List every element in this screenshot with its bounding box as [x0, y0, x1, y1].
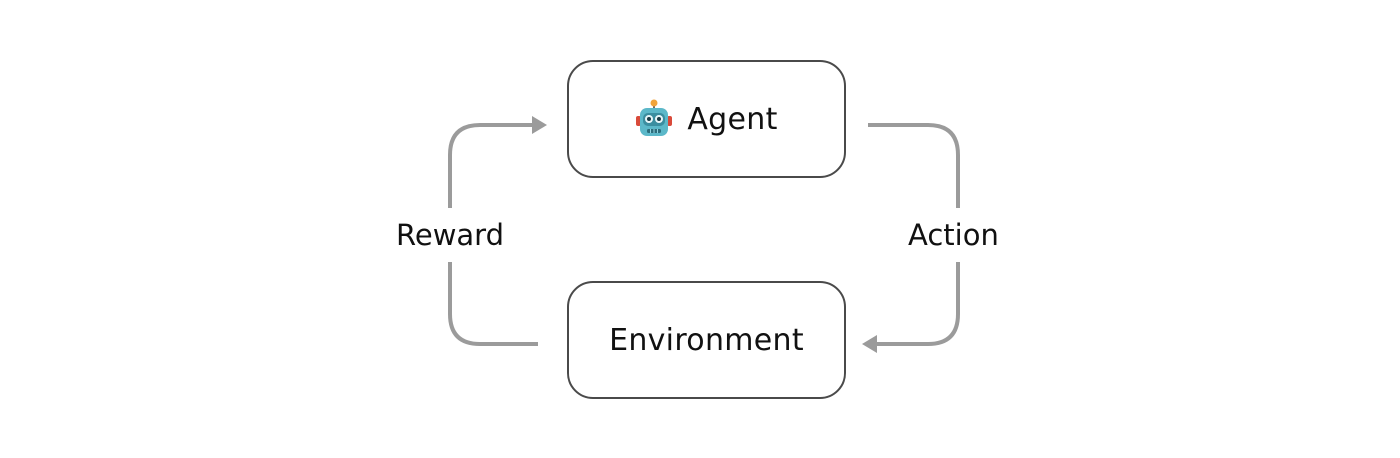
action-arrowhead	[862, 335, 877, 353]
action-arrow	[874, 262, 960, 346]
action-arrow-upper	[868, 123, 960, 208]
agent-node: Agent	[567, 60, 846, 178]
reward-arrow	[448, 262, 538, 346]
reward-arrowhead	[532, 116, 547, 134]
reward-arrow-upper	[448, 123, 536, 208]
reward-label: Reward	[392, 218, 508, 252]
action-label: Action	[904, 218, 1003, 252]
agent-label: Agent	[687, 101, 778, 137]
environment-node: Environment	[567, 281, 846, 399]
robot-icon	[636, 99, 673, 136]
environment-label: Environment	[609, 322, 804, 358]
